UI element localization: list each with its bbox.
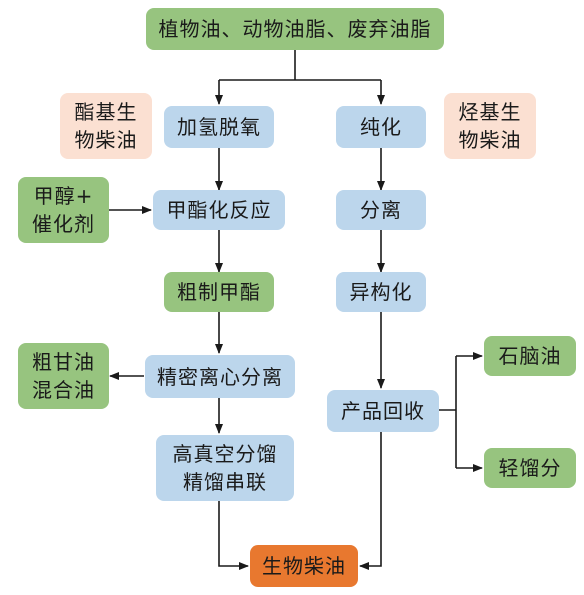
esterification-node: 甲酯化反应 <box>153 190 285 230</box>
source-oils-node: 植物油、动物油脂、废弃油脂 <box>146 8 444 50</box>
precise-centrifugal-separation-label: 精密离心分离 <box>157 364 283 389</box>
biodiesel-label: 生物柴油 <box>262 554 346 578</box>
crude-glycerol-label: 粗甘油 混合油 <box>32 350 95 402</box>
biodiesel-node: 生物柴油 <box>250 545 358 587</box>
source-oils-label: 植物油、动物油脂、废弃油脂 <box>158 17 432 41</box>
edge-distillation-to-biodiesel <box>218 501 249 570</box>
crude-methyl-ester-label: 粗制甲酯 <box>177 280 261 304</box>
hydrocarbon-biodiesel-label: 烃基生 物柴油 <box>458 100 522 152</box>
hydrodeoxygenation-label: 加氢脱氧 <box>177 115 261 139</box>
esterification-label: 甲酯化反应 <box>166 198 272 222</box>
methanol-catalyst-node: 甲醇+ 催化剂 <box>18 177 109 243</box>
vacuum-distillation-label: 高真空分馏 精馏串联 <box>172 442 278 494</box>
methanol-catalyst-label: 甲醇+ 催化剂 <box>32 184 95 236</box>
hydrodeoxygenation-node: 加氢脱氧 <box>164 106 274 148</box>
precise-centrifugal-separation-node: 精密离心分离 <box>145 355 295 398</box>
light-distillate-node: 轻馏分 <box>484 448 576 488</box>
naphtha-node: 石脑油 <box>484 336 576 376</box>
ester-biodiesel-label: 酯基生 物柴油 <box>74 100 138 152</box>
hydrocarbon-biodiesel-node: 烃基生 物柴油 <box>444 93 536 159</box>
light-distillate-label: 轻馏分 <box>498 456 562 480</box>
isomerization-label: 异构化 <box>349 280 413 304</box>
purification-node: 纯化 <box>336 106 426 148</box>
edge-recovery-to-biodiesel <box>359 432 382 570</box>
vacuum-distillation-node: 高真空分馏 精馏串联 <box>156 435 294 501</box>
product-recovery-label: 产品回收 <box>341 399 425 423</box>
isomerization-node: 异构化 <box>336 272 426 312</box>
purification-label: 纯化 <box>360 115 402 139</box>
product-recovery-node: 产品回收 <box>327 390 439 432</box>
crude-methyl-ester-node: 粗制甲酯 <box>164 272 274 312</box>
crude-glycerol-node: 粗甘油 混合油 <box>18 343 109 409</box>
separation-node: 分离 <box>336 190 426 230</box>
separation-label: 分离 <box>360 198 402 222</box>
naphtha-label: 石脑油 <box>498 344 562 368</box>
ester-biodiesel-node: 酯基生 物柴油 <box>60 93 152 159</box>
